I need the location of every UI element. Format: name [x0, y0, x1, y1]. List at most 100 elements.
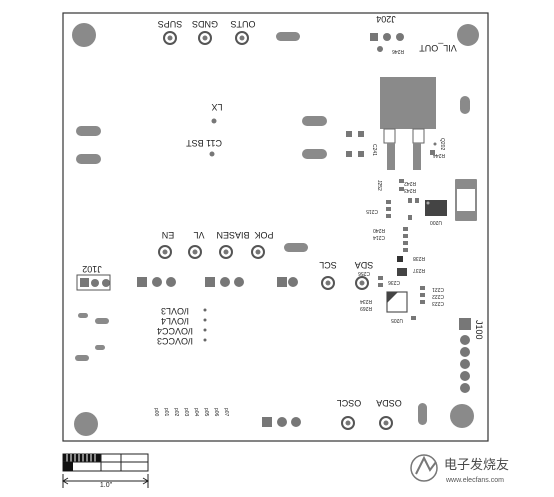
watermark-cn: 电子发烧友 [444, 457, 509, 472]
bottom-label-6: p06 [213, 408, 219, 417]
label-gnds: GNDS [192, 19, 218, 29]
bottom-label-5: p05 [203, 408, 209, 417]
inductor-right-pad-top [456, 180, 476, 189]
pad-oval-left-5 [95, 345, 105, 350]
label-vil-out: VIL_OUT [419, 43, 457, 53]
label-u205: U205 [391, 317, 403, 323]
label-c215: C215 [366, 208, 378, 214]
label-sups: SUPS [158, 19, 183, 29]
connector-row-right [277, 277, 298, 287]
u200-passives [386, 198, 419, 220]
label-scl: SCL [319, 260, 337, 270]
q202-leg-1 [383, 128, 396, 144]
pad-oval-q202-right [460, 96, 470, 114]
c256-pads [378, 276, 383, 287]
scale-label: 1.0" [100, 482, 113, 489]
q202-leg-2 [412, 128, 425, 144]
io-label-1: I/OVL3 [161, 306, 189, 316]
label-q202: Q202 [439, 138, 445, 150]
testpoint-osda [379, 416, 393, 430]
testpoint-biasen [219, 245, 233, 259]
j100-header [459, 318, 471, 393]
label-c223: C223 [432, 300, 444, 306]
bottom-label-4: p04 [193, 408, 199, 417]
testpoint-sups [163, 31, 177, 45]
label-osda: OSDA [376, 398, 402, 408]
q202-pad-1 [387, 143, 395, 170]
j102-outline [76, 274, 111, 291]
u200-dot [426, 201, 430, 205]
io-label-3: I/OVCC4 [157, 326, 193, 336]
bottom-labels: p00 p01 p02 p03 p04 p05 p06 p07 [153, 408, 229, 417]
testpoint-sda [355, 276, 369, 290]
label-c11-bst: C11 BST [186, 138, 222, 148]
u200-chip [425, 200, 447, 216]
q202-body [380, 77, 436, 129]
testpoint-scl [321, 276, 335, 290]
label-lx: LX [211, 102, 222, 112]
mounting-hole-top-right [457, 24, 479, 46]
label-biasen: BIASEN [216, 230, 249, 240]
label-r246: R246 [392, 48, 404, 54]
pad-oval-bottom-right [418, 403, 427, 425]
label-c256: C256 [358, 270, 370, 276]
label-r238: R238 [413, 255, 425, 261]
pad-oval-pok [284, 243, 308, 252]
u205-marker [387, 292, 398, 303]
label-r240: R240 [373, 227, 385, 233]
testpoint-pok [251, 245, 265, 259]
testpoint-en [158, 245, 172, 259]
label-c241: C241 [371, 144, 377, 156]
pad-oval-mid-1 [302, 116, 327, 126]
pad-oval-left-3 [78, 313, 88, 318]
label-r237: R237 [413, 267, 425, 273]
bottom-label-2: p02 [173, 408, 179, 417]
io-label-4: I/OVCC3 [157, 336, 193, 346]
smd-cluster-c241 [346, 131, 364, 157]
j204-pin-2 [383, 33, 391, 41]
label-j100: J100 [474, 320, 484, 340]
testpoint-vl [188, 245, 202, 259]
label-r243: R243 [404, 187, 416, 193]
label-c222: C222 [432, 293, 444, 299]
c214-cluster [397, 227, 408, 262]
testpoint-oscl [341, 416, 355, 430]
q202-pad-2 [413, 143, 421, 170]
label-sda: SDA [355, 260, 374, 270]
testpoint-outs [235, 31, 249, 45]
label-outs: OUTS [230, 19, 255, 29]
inductor-right-pad-bottom [456, 211, 476, 220]
mounting-hole-top-left [72, 23, 96, 47]
io-dots [203, 308, 207, 342]
label-j252: J252 [376, 180, 382, 191]
connector-bottom [262, 417, 301, 427]
label-r269: R269 [360, 305, 372, 311]
label-c236: C236 [388, 279, 400, 285]
r243-pad [399, 187, 404, 191]
watermark-logo [410, 454, 438, 482]
label-j204: J204 [376, 14, 396, 24]
label-u200: U200 [430, 219, 442, 225]
io-label-2: I/OVL4 [161, 316, 189, 326]
testpoint-lx [211, 118, 217, 124]
u205-passives [411, 286, 425, 320]
connector-row-left [137, 277, 176, 287]
r242-pad [399, 179, 404, 183]
connector-row-middle [205, 277, 244, 287]
label-vl: VL [193, 230, 204, 240]
pad-oval-mid-2 [302, 149, 327, 159]
pad-oval-left-1 [76, 126, 101, 136]
label-oscl: OSCL [337, 398, 362, 408]
label-c214: C214 [373, 234, 385, 240]
label-pok: POK [254, 230, 273, 240]
bottom-label-1: p01 [163, 408, 169, 417]
scale-bar [62, 453, 149, 488]
j204-pin-3 [396, 33, 404, 41]
label-en: EN [162, 230, 175, 240]
bottom-label-0: p00 [153, 408, 159, 417]
label-j102: J102 [82, 264, 102, 274]
c236-chip [397, 268, 407, 276]
label-r244: R244 [433, 152, 445, 158]
j102-header [80, 278, 110, 287]
